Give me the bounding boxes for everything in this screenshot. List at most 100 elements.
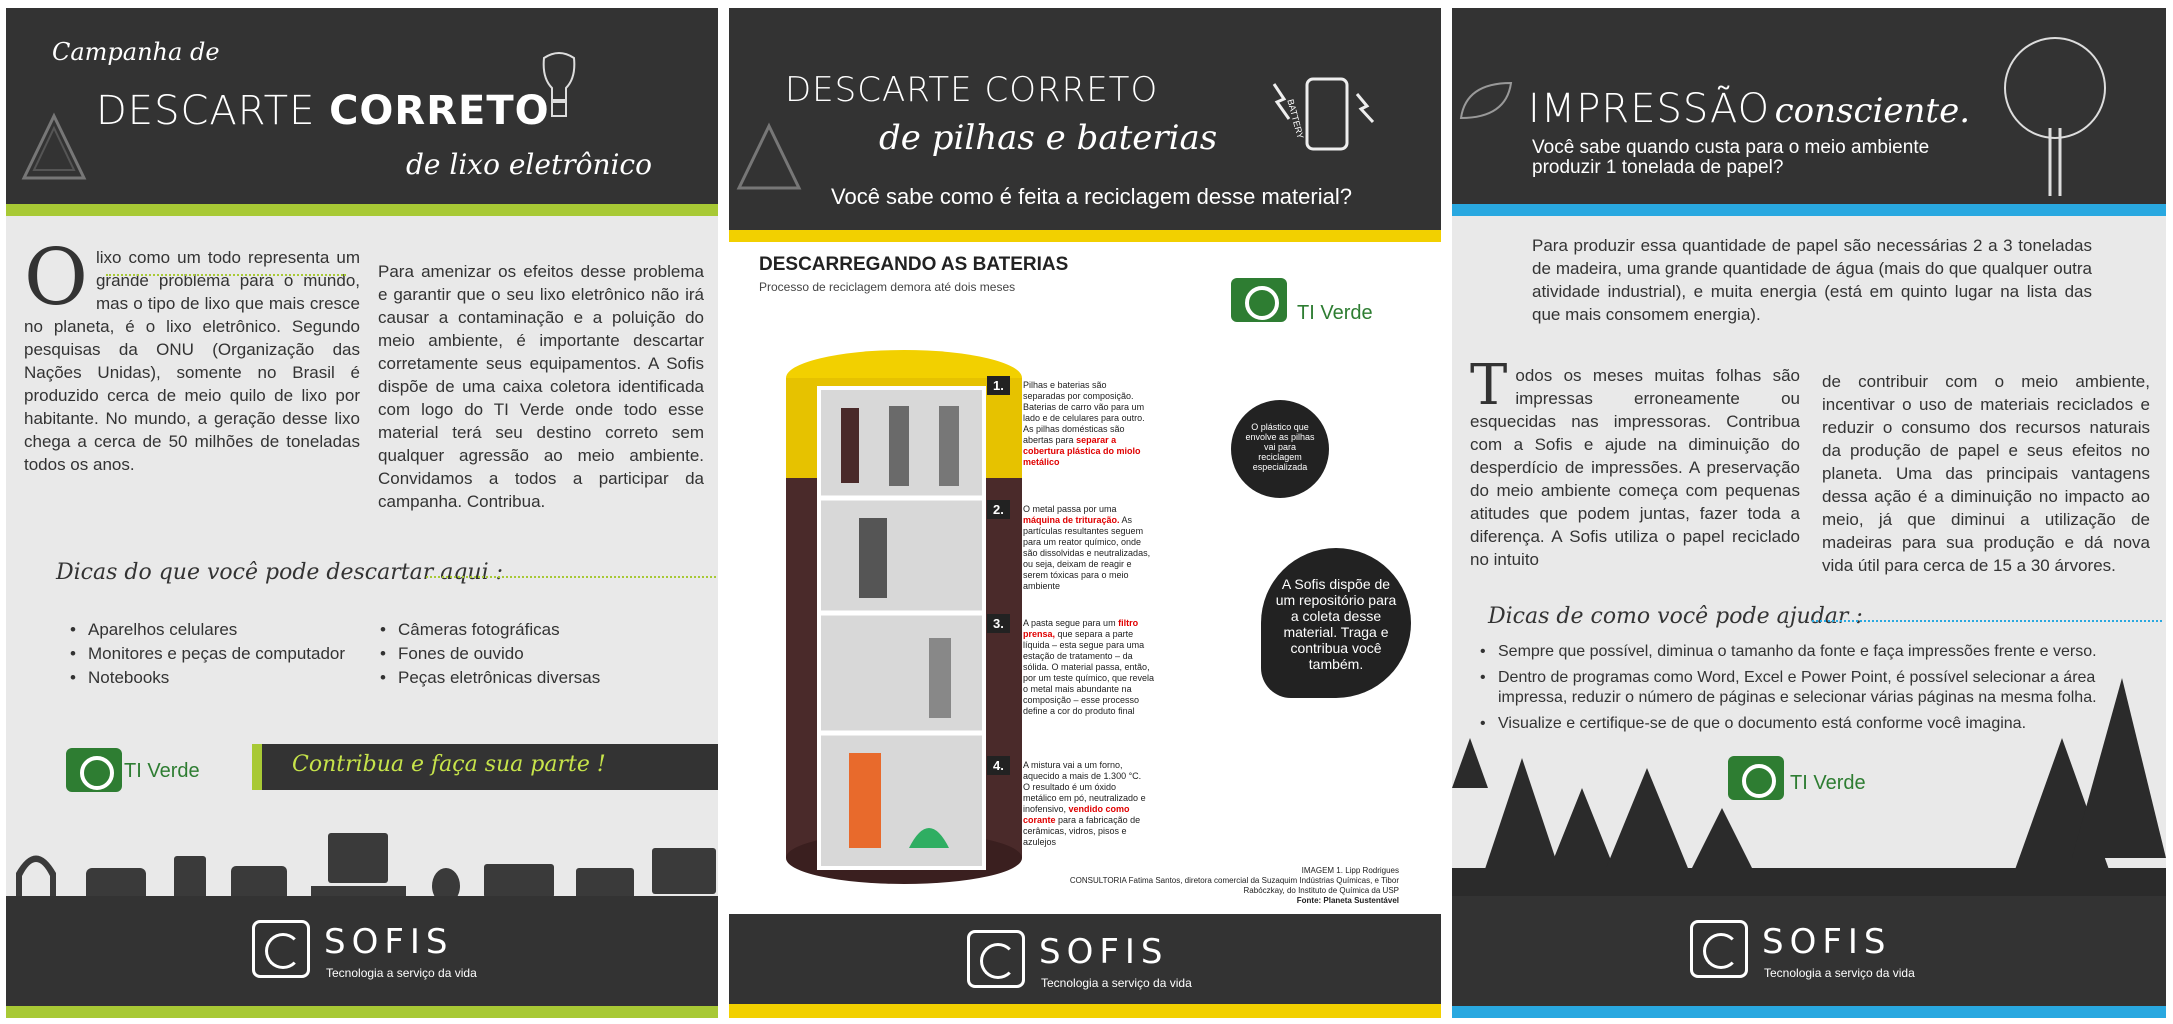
panel1-dotline-tips xyxy=(426,576,716,578)
panel3-intro: Para produzir essa quantidade de papel s… xyxy=(1532,236,2092,324)
panel3-ti-verde: TI Verde xyxy=(1790,772,1866,794)
panel1-col1-text: lixo como um todo representa um grande p… xyxy=(24,248,360,474)
panel3-question: Você sabe quando custa para o meio ambie… xyxy=(1532,137,1930,178)
panel1-footer: SOFIS Tecnologia a serviço da vida xyxy=(6,896,718,1006)
panel2-sofis-brand: SOFIS xyxy=(1039,932,1169,972)
list-item: Visualize e certifique-se de que o docum… xyxy=(1480,714,2140,734)
panel2-title-sub: de pilhas e baterias xyxy=(879,118,1218,158)
tree-icon xyxy=(2004,37,2106,196)
credit-consultoria: CONSULTORIA Fatima Santos, diretora come… xyxy=(1069,876,1399,895)
panel1-ti-verde: TI Verde xyxy=(124,760,200,782)
panel1-header: Campanha de DESCARTE CORRETO de lixo ele… xyxy=(6,8,718,204)
ti-verde-logo-icon xyxy=(1728,756,1784,800)
panel-impressao-consciente: IMPRESSÃO consciente. Você sabe quando c… xyxy=(1452,8,2166,1018)
recycle-icon xyxy=(21,112,87,180)
panel3-col2: de contribuir com o meio ambiente, incen… xyxy=(1822,372,2150,575)
step-1-desc: Pilhas e baterias são separadas por comp… xyxy=(1023,380,1145,445)
panel1-cta-bar: Contribua e faça sua parte ! xyxy=(252,744,718,790)
panel2-header: DESCARTE CORRETO de pilhas e baterias Vo… xyxy=(729,8,1441,230)
step-4-desc2: para a fabricação de cerâmicas, vidros, … xyxy=(1023,815,1141,847)
panel3-footer-stripe xyxy=(1452,1006,2166,1018)
panel1-title-correto: CORRETO xyxy=(329,88,550,134)
list-item: Sempre que possível, diminua o tamanho d… xyxy=(1480,642,2140,662)
step-number-2: 2. xyxy=(987,500,1010,519)
lightbulb-icon xyxy=(542,52,576,117)
step-text-3: A pasta segue para um filtro prensa, que… xyxy=(991,618,1161,717)
panel2-question: Você sabe como é feita a reciclagem dess… xyxy=(831,184,1352,209)
panel1-col2: Para amenizar os efeitos desse problema … xyxy=(378,262,704,511)
panel3-header: IMPRESSÃO consciente. Você sabe quando c… xyxy=(1452,8,2166,204)
battery-diagram-icon xyxy=(786,350,1022,884)
credit-fonte: Fonte: Planeta Sustentável xyxy=(1296,896,1399,905)
panel3-dropcap: T xyxy=(1470,353,1508,418)
list-item: Fones de ouvido xyxy=(380,642,600,666)
step-4-highlight: vendido como corante xyxy=(1023,804,1130,825)
panel1-title-main: DESCARTE CORRETO xyxy=(96,88,550,134)
recycle-icon xyxy=(736,122,802,190)
panel2-accent-stripe xyxy=(729,230,1441,242)
leaf-icon xyxy=(1459,81,1513,120)
panel2-section-title: DESCARREGANDO AS BATERIAS xyxy=(759,254,1069,275)
list-item: Aparelhos celulares xyxy=(70,618,345,642)
step-2-highlight: máquina de trituração. xyxy=(1023,515,1120,525)
step-1-highlight: separar a cobertura plástica do miolo me… xyxy=(1023,435,1141,467)
panel2-ti-verde: TI Verde xyxy=(1297,302,1373,324)
ti-verde-logo-icon xyxy=(1231,278,1287,322)
step-number-4: 4. xyxy=(987,756,1010,775)
panel1-title-script: Campanha de xyxy=(52,38,220,66)
panel3-title: IMPRESSÃO consciente. xyxy=(1528,86,1970,132)
step-3-desc: A pasta segue para um xyxy=(1023,618,1116,628)
panel3-tips-title: Dicas de como você pode ajudar : xyxy=(1488,604,1863,629)
panel2-section-sub: Processo de reciclagem demora até dois m… xyxy=(759,280,1016,294)
step-number-3: 3. xyxy=(987,614,1010,633)
panel3-accent-stripe xyxy=(1452,204,2166,216)
callout-sofis-repositorio: A Sofis dispõe de um repositório para a … xyxy=(1261,548,1411,698)
panel3-col1-text: odos os meses muitas folhas são impressa… xyxy=(1470,366,1800,569)
panel-lixo-eletronico: Campanha de DESCARTE CORRETO de lixo ele… xyxy=(6,8,718,1018)
panel3-sofis-brand: SOFIS xyxy=(1762,922,1892,962)
panel1-dotline-top xyxy=(106,274,346,276)
panel3-footer: SOFIS Tecnologia a serviço da vida xyxy=(1452,896,2166,1006)
step-text-2: O metal passa por uma máquina de tritura… xyxy=(991,504,1151,592)
panel1-tips-title: Dicas do que você pode descartar aqui : xyxy=(56,560,504,585)
electronics-silhouettes-icon xyxy=(16,833,716,904)
list-item: Notebooks xyxy=(70,666,345,690)
panel1-accent-stripe xyxy=(6,204,718,216)
forest-silhouette-icon xyxy=(1452,678,2166,918)
step-text-1: Pilhas e baterias são separadas por comp… xyxy=(991,380,1147,468)
sofis-logo-icon xyxy=(252,920,310,978)
sofis-logo-icon xyxy=(967,930,1025,988)
sofis-logo-icon xyxy=(1690,920,1748,978)
panel2-title-main: DESCARTE CORRETO xyxy=(785,70,1159,110)
step-number-1: 1. xyxy=(987,376,1010,395)
panel1-title-sub: de lixo eletrônico xyxy=(406,148,652,181)
panel-pilhas-baterias: DESCARTE CORRETO de pilhas e baterias Vo… xyxy=(729,8,1441,1018)
battery-icon xyxy=(1272,77,1375,151)
panel1-tips-left: Aparelhos celulares Monitores e peças de… xyxy=(70,618,345,690)
ti-verde-logo-icon xyxy=(66,748,122,792)
step-3-highlight: filtro prensa, xyxy=(1023,618,1139,639)
panel1-dropcap: O xyxy=(24,233,88,323)
step-3-desc2: que separa a parte líquida – esta segue … xyxy=(1023,629,1155,716)
list-item: Monitores e peças de computador xyxy=(70,642,345,666)
panel1-sofis-tagline: Tecnologia a serviço da vida xyxy=(326,966,477,980)
panel1-col1: O lixo como um todo representa um grande… xyxy=(24,233,360,476)
panel3-title-consciente: consciente. xyxy=(1774,91,1971,131)
credit-image: IMAGEM 1. Lipp Rodrigues xyxy=(1301,866,1399,875)
panel2-sofis-tagline: Tecnologia a serviço da vida xyxy=(1041,976,1192,990)
panel3-col1: T odos os meses muitas folhas são impres… xyxy=(1470,353,1800,571)
panel1-footer-stripe xyxy=(6,1006,718,1018)
panel2-footer: SOFIS Tecnologia a serviço da vida xyxy=(729,914,1441,1004)
list-item: Peças eletrônicas diversas xyxy=(380,666,600,690)
panel1-sofis-brand: SOFIS xyxy=(324,922,454,962)
panel3-dotline-tips xyxy=(1812,620,2162,622)
panel3-sofis-tagline: Tecnologia a serviço da vida xyxy=(1764,966,1915,980)
list-item: Câmeras fotográficas xyxy=(380,618,600,642)
panel1-title-descarte: DESCARTE xyxy=(96,88,330,134)
step-2-desc2: As partículas resultantes seguem para um… xyxy=(1023,515,1151,591)
panel2-credits: IMAGEM 1. Lipp Rodrigues CONSULTORIA Fat… xyxy=(1069,866,1399,906)
panel1-tips-right: Câmeras fotográficas Fones de ouvido Peç… xyxy=(380,618,600,690)
step-4-desc: A mistura vai a um forno, aquecido a mai… xyxy=(1023,760,1146,814)
step-text-4: A mistura vai a um forno, aquecido a mai… xyxy=(991,760,1147,848)
panel3-title-impressao: IMPRESSÃO xyxy=(1528,86,1771,132)
